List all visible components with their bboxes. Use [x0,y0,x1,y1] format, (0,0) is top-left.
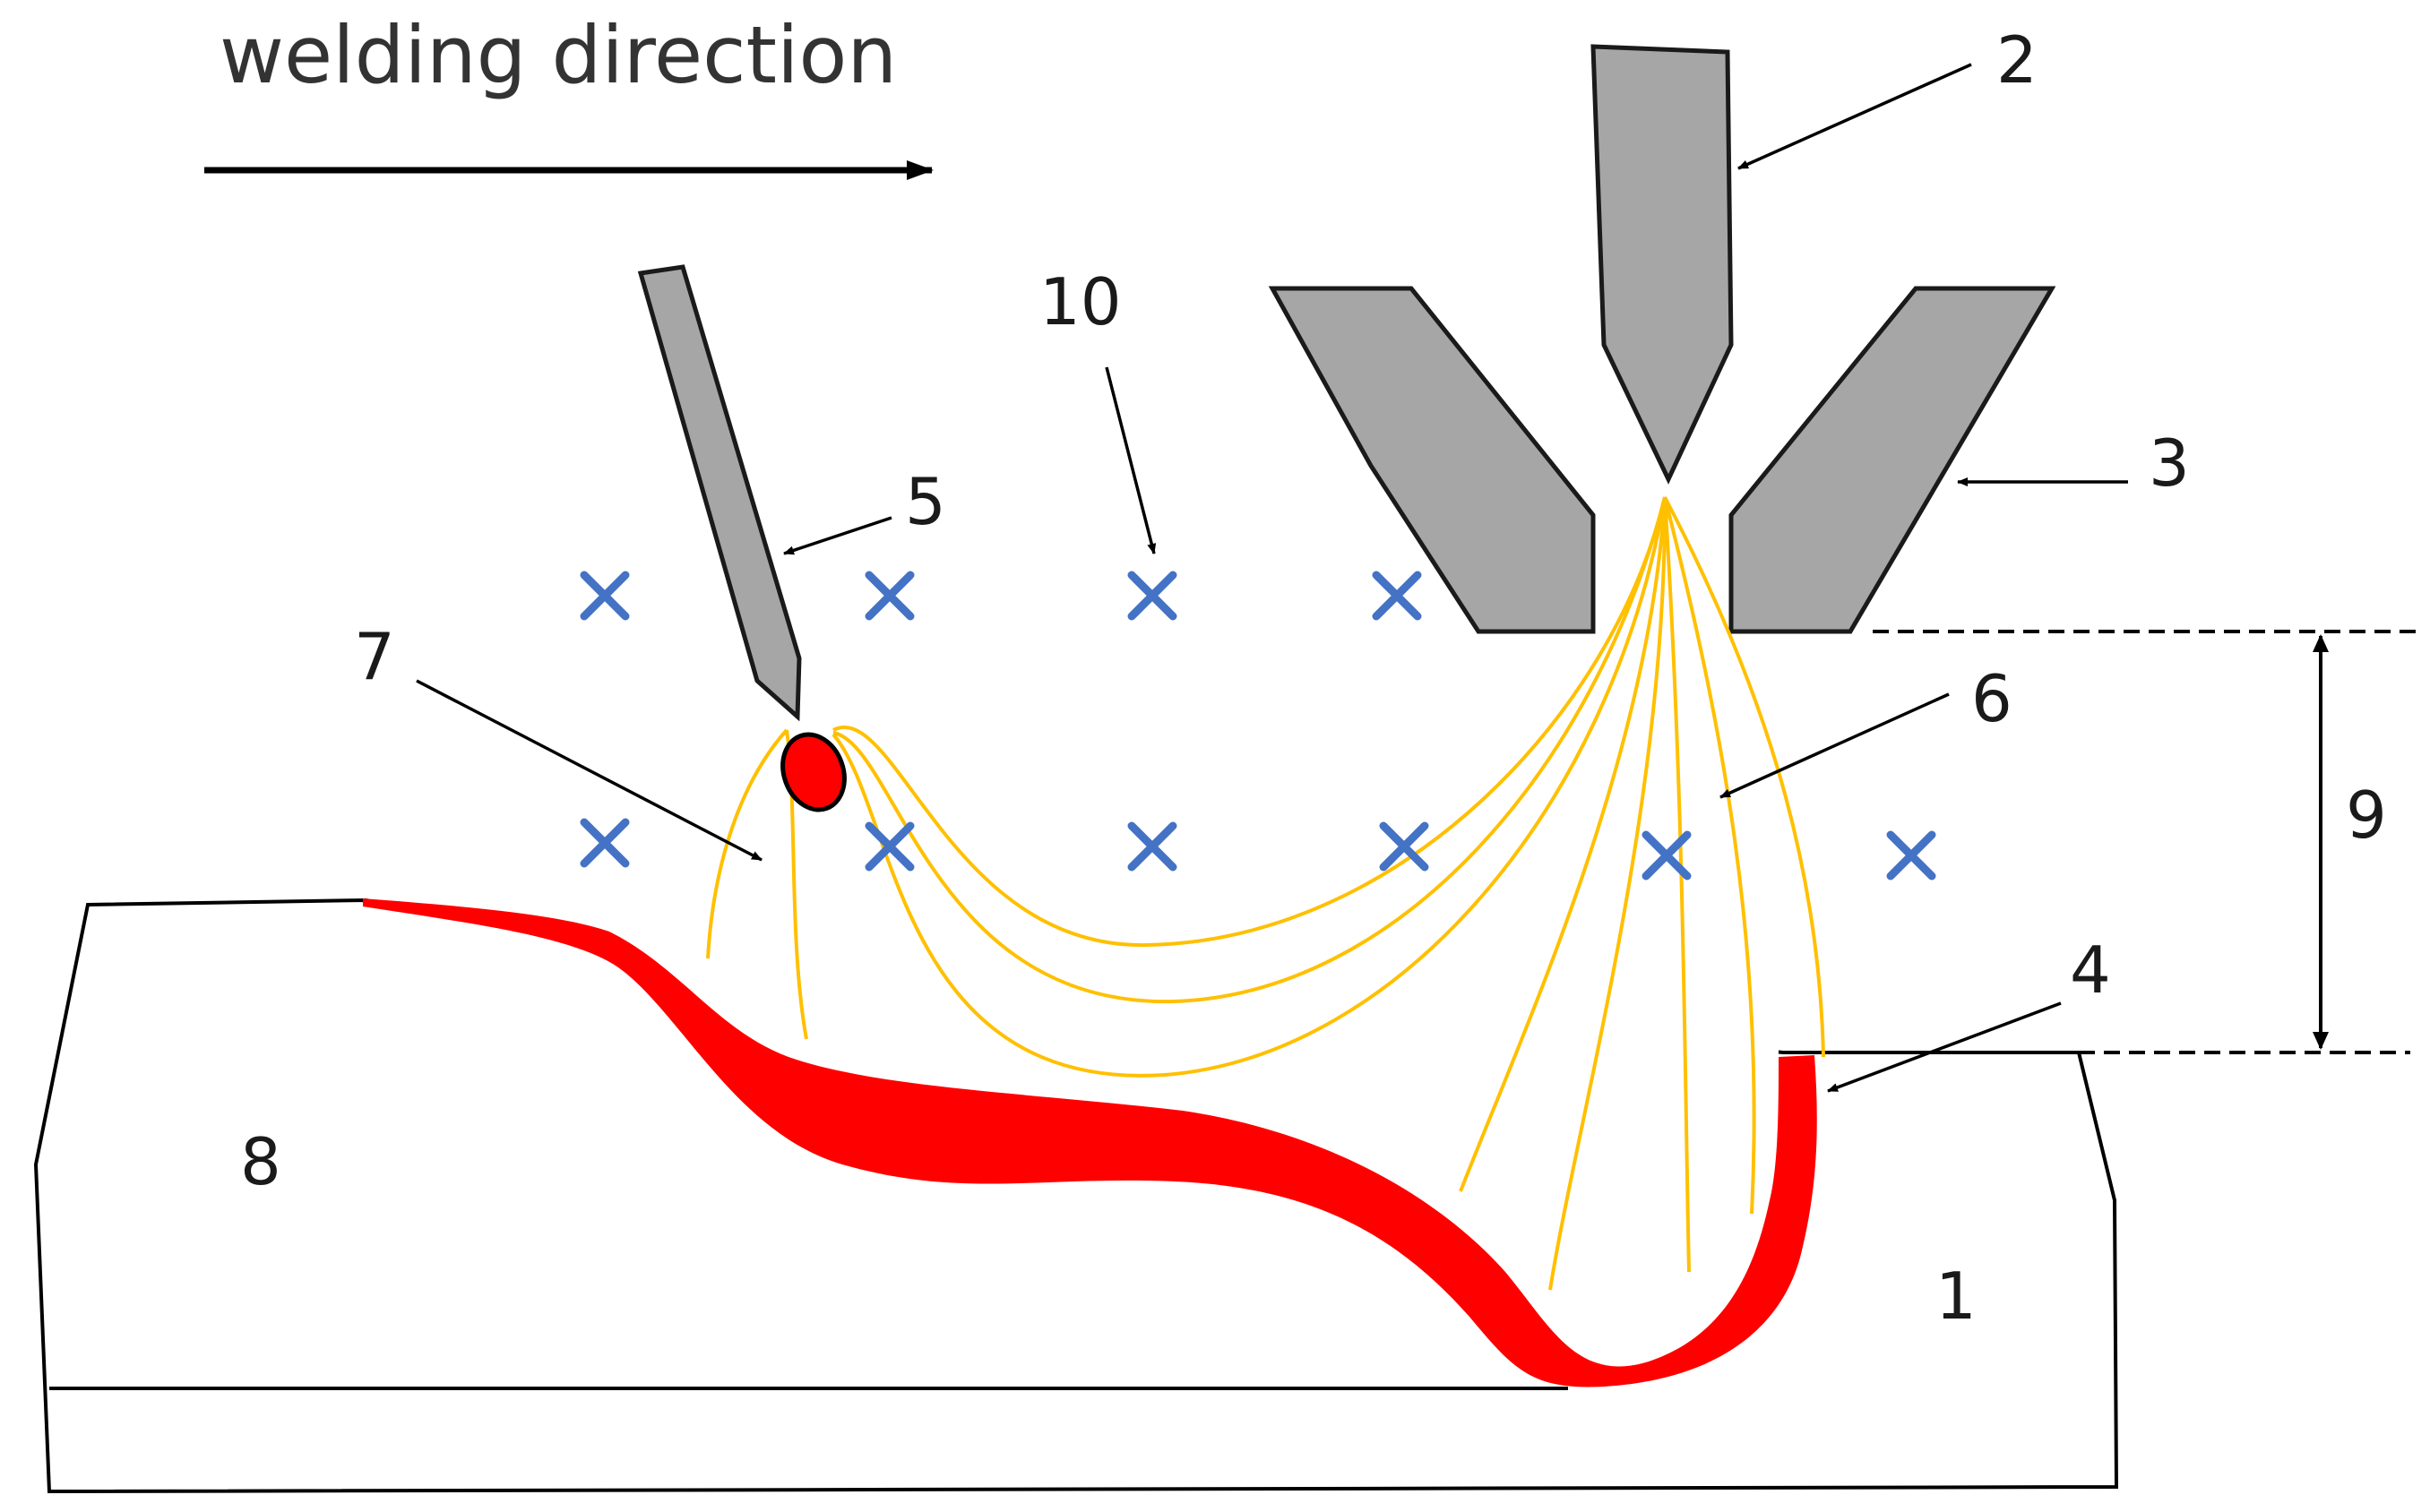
label-8: 8 [240,1124,281,1199]
label-6: 6 [1971,661,2012,736]
cross-icon [1372,571,1422,621]
leader-4 [1827,1001,2062,1093]
label-3: 3 [2149,425,2190,501]
label-10: 10 [1039,264,1122,339]
filler-wire [637,264,802,722]
label-5: 5 [905,464,946,539]
leader-5 [783,516,892,555]
cross-icon [1127,821,1177,872]
cross-icon [1642,830,1692,881]
cross-icon [1886,830,1936,881]
label-2: 2 [1996,22,2038,98]
label-9: 9 [2346,777,2387,853]
cross-icon [1127,571,1177,621]
cross-icon [865,821,915,872]
nozzle-left [1268,286,1596,634]
leader-7 [416,679,763,862]
leader-6 [1719,692,1950,799]
tungsten-electrode [1590,44,1734,485]
nozzle-right [1728,286,2056,634]
weld-bead [363,898,1817,1387]
magnetic-field-markers [580,571,1936,881]
leader-2 [1737,63,1972,170]
welding-direction-title: welding direction [220,9,897,101]
droplet [780,732,847,812]
label-4: 4 [2070,932,2111,1008]
label-1: 1 [1935,1259,1977,1334]
label-7: 7 [354,619,395,694]
cross-icon [580,818,630,868]
arc-lines [706,496,1825,1291]
cross-icon [865,571,915,621]
cross-icon [1379,821,1429,872]
cross-icon [580,571,630,621]
leader-10 [1105,366,1157,554]
